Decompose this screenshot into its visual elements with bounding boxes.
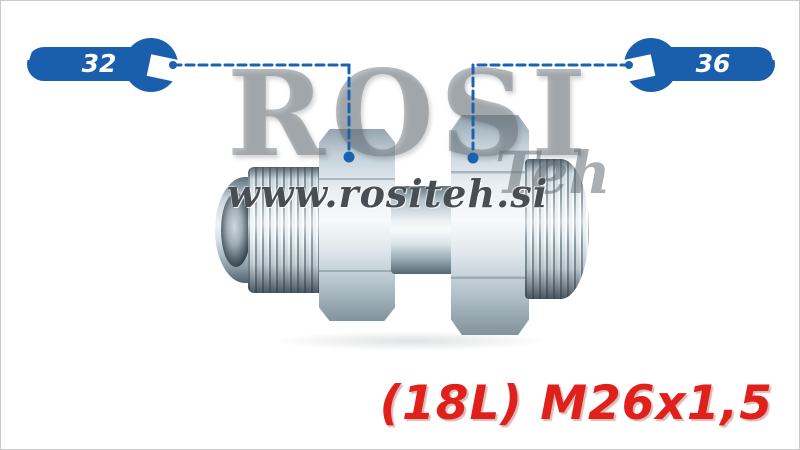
fitting-middle-body — [391, 186, 457, 274]
fitting-bore-face — [221, 193, 251, 267]
wrench-size-right: 36 — [695, 49, 731, 78]
wrench-size-left: 32 — [81, 49, 117, 78]
right-wrench-icon — [619, 21, 779, 115]
left-wrench-icon — [23, 21, 183, 115]
fitting-right-thread — [525, 159, 589, 299]
fitting-shadow — [271, 331, 551, 351]
product-size-label: (18L) M26x1,5 — [379, 376, 773, 431]
fitting-hex-nut-1 — [319, 129, 395, 321]
fitting-left-thread — [248, 167, 332, 293]
fitting-hex-nut-2 — [451, 115, 529, 335]
